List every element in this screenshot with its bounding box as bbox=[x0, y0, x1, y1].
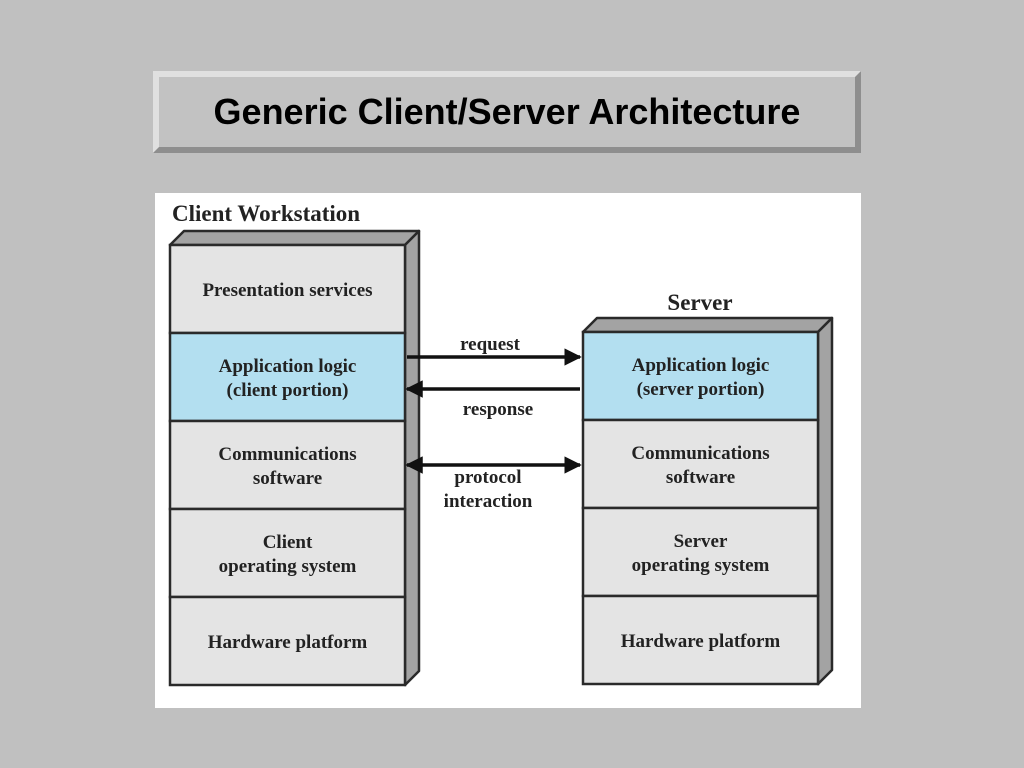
client-layer-3-text-2: software bbox=[253, 468, 322, 489]
title-box: Generic Client/Server Architecture bbox=[153, 71, 861, 153]
client-layer-4-text-2: operating system bbox=[219, 556, 357, 577]
client-layer-5 bbox=[168, 595, 407, 687]
diagram-canvas: Client Workstation Server Presentation s… bbox=[168, 201, 834, 687]
client-layer-5-text-1: Hardware platform bbox=[208, 632, 368, 653]
client-layer-2-text-2: (client portion) bbox=[227, 380, 349, 401]
client-layer-2 bbox=[168, 331, 407, 423]
client-workstation-heading: Client Workstation bbox=[172, 201, 360, 226]
client-layer-4-text-1: Client bbox=[263, 532, 313, 553]
client-side-face bbox=[403, 229, 421, 687]
client-layer-3-text-1: Communications bbox=[218, 444, 356, 465]
client-top-face bbox=[168, 229, 421, 247]
server-heading: Server bbox=[667, 290, 732, 315]
server-layer-1 bbox=[581, 330, 820, 422]
client-layer-1-text-1: Presentation services bbox=[202, 280, 372, 301]
client-layer-4 bbox=[168, 507, 407, 599]
server-stack: Application logic (server portion) Communi… bbox=[581, 316, 834, 686]
protocol-label: protocol bbox=[454, 467, 521, 488]
client-layer-2-text-1: Application logic bbox=[219, 356, 357, 377]
client-layer-3 bbox=[168, 419, 407, 511]
server-top-face bbox=[581, 316, 834, 334]
server-side-face bbox=[816, 316, 834, 686]
server-layer-3-text-2: operating system bbox=[632, 555, 770, 576]
page-title: Generic Client/Server Architecture bbox=[213, 91, 801, 132]
response-label: response bbox=[463, 399, 533, 420]
server-layer-2-text-2: software bbox=[666, 467, 735, 488]
server-layer-4 bbox=[581, 594, 820, 686]
request-label: request bbox=[460, 334, 520, 355]
server-layer-1-text-2: (server portion) bbox=[637, 379, 765, 400]
architecture-diagram: Client Workstation Server Presentation s… bbox=[155, 193, 861, 708]
server-layer-3 bbox=[581, 506, 820, 598]
server-layer-2 bbox=[581, 418, 820, 510]
server-layer-1-text-1: Application logic bbox=[632, 355, 770, 376]
server-layer-4-text-1: Hardware platform bbox=[621, 631, 781, 652]
client-layer-1 bbox=[168, 243, 407, 335]
server-layer-2-text-1: Communications bbox=[631, 443, 769, 464]
interaction-label: interaction bbox=[444, 491, 533, 512]
server-layer-3-text-1: Server bbox=[674, 531, 728, 552]
